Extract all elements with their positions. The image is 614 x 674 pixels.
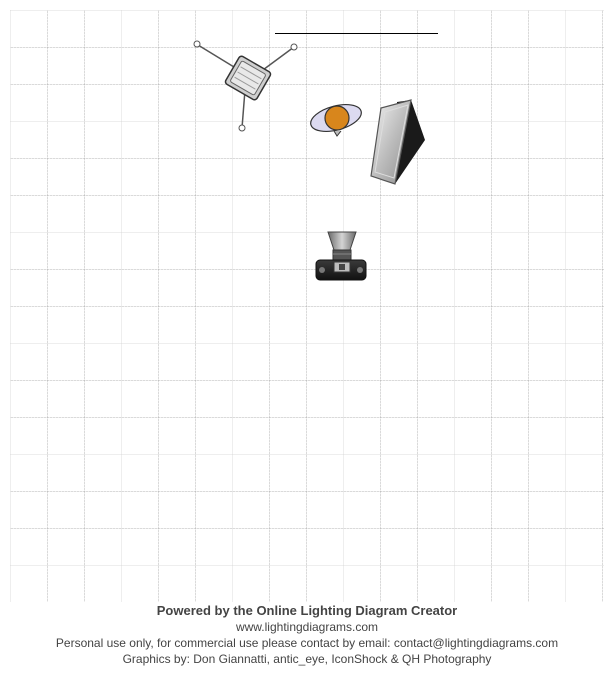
softbox-icon[interactable] [365, 96, 431, 188]
footer-license: Personal use only, for commercial use pl… [55, 636, 559, 650]
diagram-grid [10, 10, 604, 602]
footer-credits: Powered by the Online Lighting Diagram C… [0, 603, 614, 667]
footer-credits-line: Graphics by: Don Giannatti, antic_eye, I… [122, 652, 492, 666]
flash-head-icon[interactable] [308, 98, 364, 138]
footer-title: Powered by the Online Lighting Diagram C… [156, 603, 458, 618]
footer-site: www.lightingdiagrams.com [235, 620, 379, 634]
camera-icon[interactable] [313, 228, 369, 284]
reflector-stand-icon[interactable] [190, 38, 300, 134]
title-underline [275, 33, 438, 34]
